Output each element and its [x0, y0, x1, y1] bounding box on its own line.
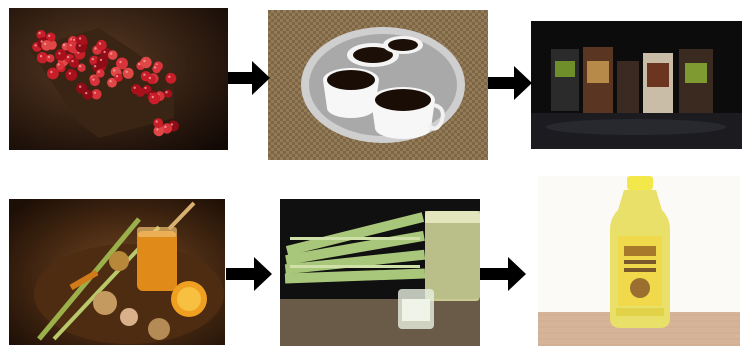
- coffee-cherry-highlight: [58, 52, 60, 54]
- coffee-cherry: [46, 54, 54, 62]
- coffee-cherry-highlight: [156, 120, 158, 122]
- coffee-cherry-highlight: [94, 92, 96, 94]
- coffee-cherry: [140, 57, 151, 68]
- coffee-cherry: [69, 58, 79, 68]
- turmeric-lemongrass-spices-photo: [9, 199, 225, 345]
- coffee-cherry-highlight: [154, 66, 156, 68]
- coffee-cherry-highlight: [92, 58, 94, 60]
- coffee-cherry-highlight: [71, 60, 73, 62]
- coffee-cherry: [66, 69, 78, 81]
- coffee-cherry-highlight: [69, 72, 71, 74]
- coffee-cherry-highlight: [98, 71, 100, 73]
- coffee-cherry: [166, 73, 177, 84]
- coffee-cherry-highlight: [48, 56, 50, 58]
- coffee-cherry-highlight: [143, 60, 145, 62]
- coffee-cherry-highlight: [34, 44, 36, 46]
- coffee-cherry: [164, 90, 172, 98]
- coffee-cherry: [55, 49, 67, 61]
- coffee-cherry-highlight: [44, 43, 46, 45]
- arrow-right-icon: [228, 61, 270, 95]
- coffee-cherry: [96, 40, 106, 50]
- coffee-cherry-highlight: [67, 56, 69, 58]
- coffee-cherry-highlight: [63, 44, 65, 46]
- coffee-cherry-highlight: [149, 77, 151, 79]
- lemongrass-drink-photo: [280, 199, 480, 346]
- coffee-cherry-highlight: [168, 76, 170, 78]
- coffee-cherry-highlight: [79, 37, 81, 39]
- arrow-right-icon: [226, 257, 272, 291]
- coffee-cherry-highlight: [79, 86, 81, 88]
- coffee-cherry: [123, 68, 134, 79]
- coffee-cherry-highlight: [92, 78, 94, 80]
- coffee-cherry: [56, 62, 64, 70]
- coffee-cherry-highlight: [57, 63, 59, 65]
- coffee-cherry-highlight: [113, 69, 115, 71]
- coffee-cherries-photo: [9, 8, 228, 150]
- coffee-cherry: [149, 93, 161, 105]
- coffee-cherry-highlight: [38, 32, 40, 34]
- coffee-cherry: [41, 40, 52, 51]
- coffee-cherry-highlight: [48, 35, 50, 37]
- coffee-cherry-highlight: [70, 44, 72, 46]
- coffee-cherry-highlight: [99, 42, 101, 44]
- coffee-cherry: [147, 75, 156, 84]
- coffee-cherry: [153, 118, 163, 128]
- coffee-cherry: [114, 74, 122, 82]
- coffee-cups-tray-photo: [268, 10, 488, 160]
- coffee-cherry-highlight: [138, 63, 140, 65]
- coffee-cherry-highlight: [40, 55, 42, 57]
- coffee-cherry-highlight: [134, 87, 136, 89]
- coffee-cherry-highlight: [119, 61, 121, 63]
- arrow-right-icon: [488, 66, 532, 100]
- coffee-cherry-highlight: [94, 65, 96, 67]
- coffee-cherry-highlight: [126, 71, 128, 73]
- coffee-cherry: [77, 64, 85, 72]
- coffee-cherry-highlight: [116, 75, 118, 77]
- coffee-cherry-highlight: [144, 87, 146, 89]
- coffee-cherry: [152, 65, 161, 74]
- coffee-cherry-highlight: [156, 128, 158, 130]
- coffee-cherry-highlight: [164, 126, 166, 128]
- coffee-cherry: [90, 76, 100, 86]
- coffee-cherry-highlight: [73, 39, 75, 41]
- coffee-cherry-highlight: [152, 96, 154, 98]
- coffee-cherry: [76, 83, 87, 94]
- coffee-cherry-highlight: [79, 65, 81, 67]
- coffee-cherry: [108, 50, 118, 60]
- coffee-cherry-highlight: [110, 52, 112, 54]
- juice-bottle-photo: [538, 176, 740, 346]
- coffee-cherry-highlight: [143, 74, 145, 76]
- coffee-cherry: [131, 84, 141, 94]
- coffee-cherry-highlight: [94, 47, 96, 49]
- coffee-cherry-highlight: [103, 51, 105, 53]
- coffee-cherry-highlight: [50, 71, 52, 73]
- coffee-cherry: [96, 69, 105, 78]
- coffee-cherry-highlight: [165, 91, 167, 93]
- arrow-right-icon: [480, 257, 526, 291]
- coffee-packages-photo: [531, 21, 742, 149]
- coffee-cherry-highlight: [100, 59, 102, 61]
- coffee-cherry-highlight: [109, 80, 111, 82]
- coffee-cherry: [76, 35, 87, 46]
